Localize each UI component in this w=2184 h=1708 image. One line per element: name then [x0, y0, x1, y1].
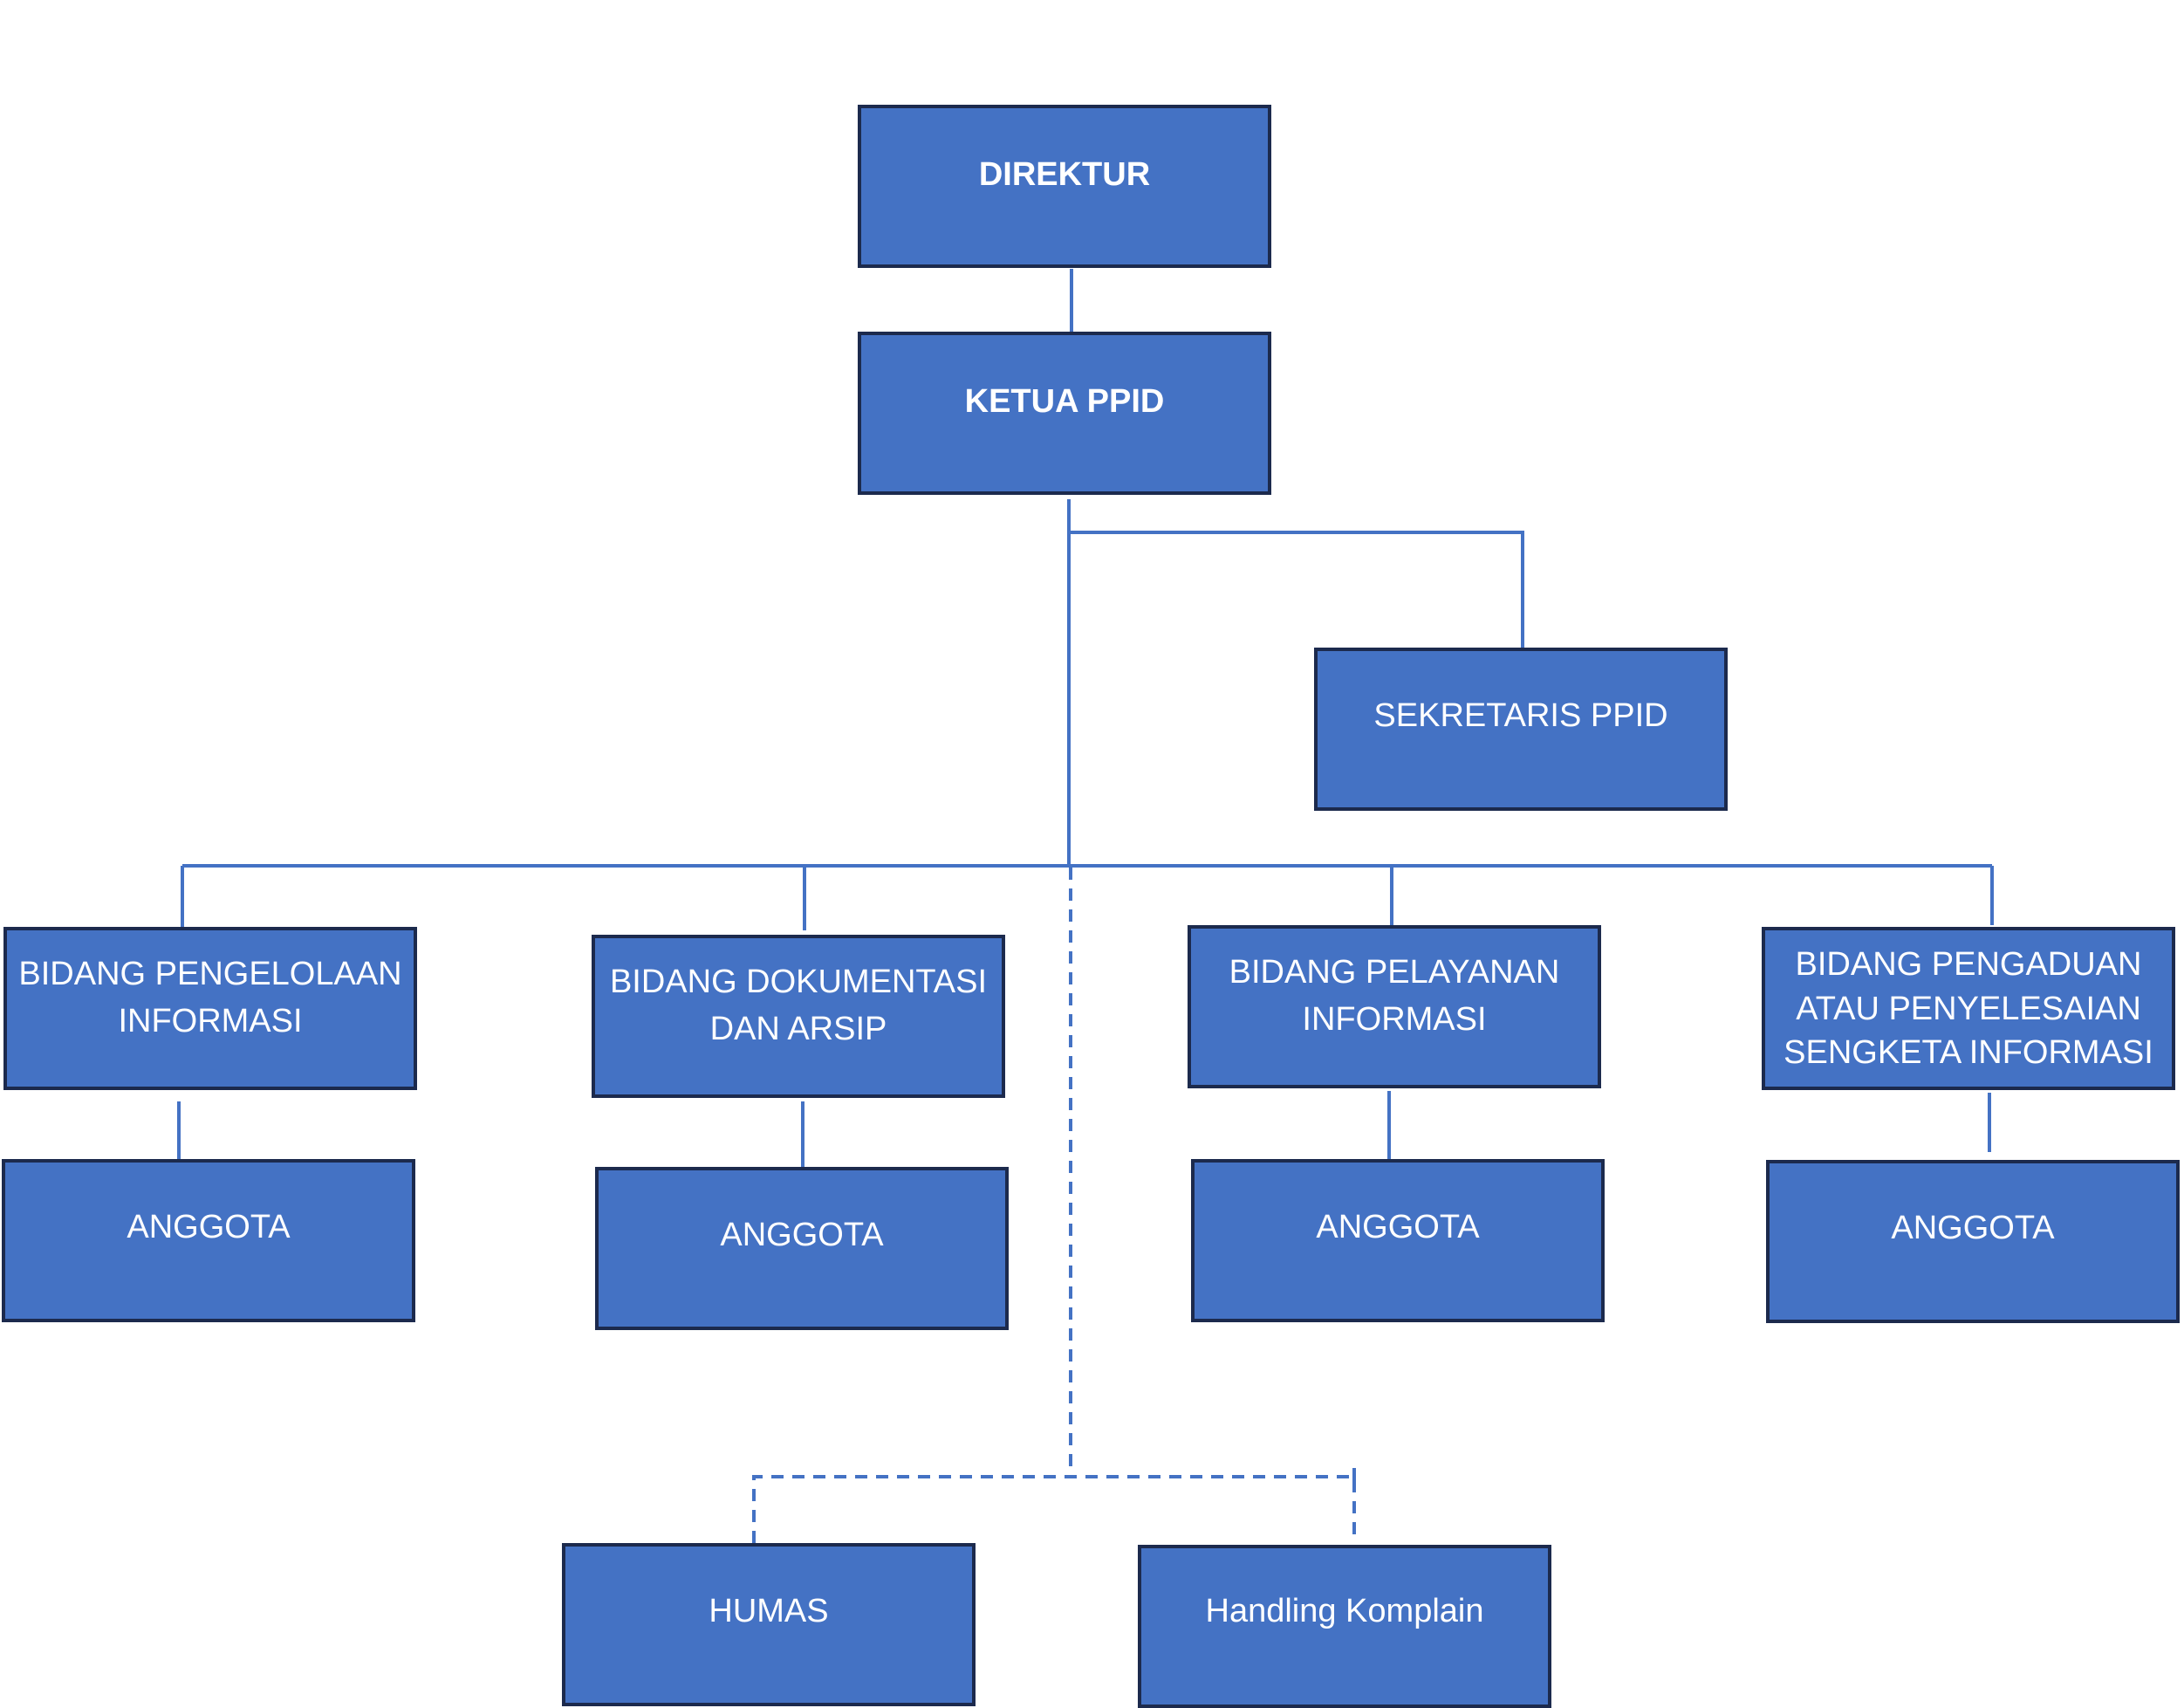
box-anggota-1: ANGGOTA: [2, 1159, 415, 1322]
box-direktur: DIREKTUR: [858, 105, 1271, 268]
box-anggota-2-label: ANGGOTA: [720, 1217, 884, 1253]
box-anggota-4: ANGGOTA: [1766, 1160, 2180, 1323]
box-direktur-label: DIREKTUR: [978, 156, 1151, 193]
box-bidang-dokumentasi-arsip-label: BIDANG DOKUMENTASI DAN ARSIP: [609, 964, 988, 1047]
box-anggota-4-label: ANGGOTA: [1891, 1210, 2055, 1246]
box-ketua-ppid: KETUA PPID: [858, 332, 1271, 495]
box-anggota-3: ANGGOTA: [1191, 1159, 1605, 1322]
box-bidang-pengelolaan-informasi: BIDANG PENGELOLAAN INFORMASI: [3, 927, 417, 1090]
box-bidang-pelayanan-informasi-label: BIDANG PELAYANAN INFORMASI: [1229, 954, 1560, 1038]
box-bidang-pengaduan: BIDANG PENGADUAN ATAU PENYELESAIAN SENGK…: [1762, 927, 2175, 1090]
box-handling-komplain: Handling Komplain: [1138, 1545, 1551, 1708]
box-anggota-2: ANGGOTA: [595, 1167, 1009, 1330]
box-ketua-ppid-label: KETUA PPID: [964, 383, 1165, 420]
box-bidang-pengaduan-label: BIDANG PENGADUAN ATAU PENYELESAIAN SENGK…: [1783, 946, 2153, 1072]
box-bidang-pengelolaan-informasi-label: BIDANG PENGELOLAAN INFORMASI: [18, 956, 402, 1039]
box-sekretaris-ppid: SEKRETARIS PPID: [1314, 648, 1728, 811]
box-handling-komplain-label: Handling Komplain: [1205, 1593, 1484, 1629]
box-anggota-3-label: ANGGOTA: [1316, 1209, 1480, 1245]
box-anggota-1-label: ANGGOTA: [127, 1209, 291, 1245]
box-sekretaris-ppid-label: SEKRETARIS PPID: [1373, 697, 1668, 734]
dashed-bus: [752, 1475, 1356, 1543]
box-humas: HUMAS: [562, 1543, 976, 1706]
box-bidang-pelayanan-informasi: BIDANG PELAYANAN INFORMASI: [1188, 925, 1601, 1088]
box-humas-label: HUMAS: [709, 1593, 829, 1629]
line-to-sekretaris: [1069, 531, 1524, 648]
box-bidang-dokumentasi-arsip: BIDANG DOKUMENTASI DAN ARSIP: [592, 935, 1005, 1098]
